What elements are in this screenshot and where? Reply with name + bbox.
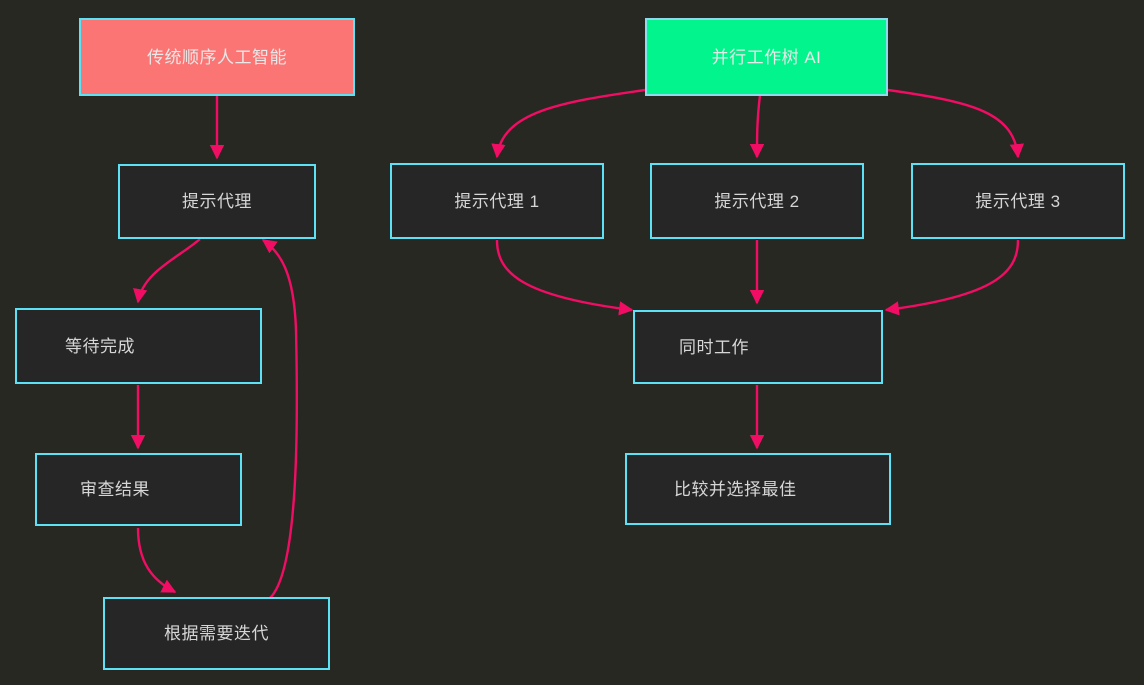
edge-prompt-agent-to-wait-complete [133,238,201,304]
node-seq-root-label: 传统顺序人工智能 [147,47,287,67]
node-prompt-agent-2[interactable]: 提示代理 2 [650,163,864,239]
node-prompt-agent-3-label: 提示代理 3 [975,191,1061,211]
node-review-result[interactable]: 审查结果 [35,453,242,526]
node-prompt-agent[interactable]: 提示代理 [118,164,316,239]
node-prompt-agent-label: 提示代理 [182,192,252,211]
node-work-simultaneous[interactable]: 同时工作 [633,310,883,384]
node-compare-best-label: 比较并选择最佳 [674,479,797,499]
edge-prompt-agent-3-to-work-simultaneous [884,239,1020,316]
edge-prompt-agent-1-to-work-simultaneous [495,239,634,316]
edge-iterate-to-prompt-agent [261,239,299,599]
node-work-simultaneous-label: 同时工作 [679,337,749,357]
edge-parallel-root-to-prompt-agent-3 [887,88,1025,159]
node-seq-root[interactable]: 传统顺序人工智能 [79,18,355,96]
node-wait-complete-label: 等待完成 [65,336,135,356]
node-prompt-agent-2-label: 提示代理 2 [714,191,800,211]
node-iterate-label: 根据需要迭代 [164,624,269,643]
node-parallel-root-label: 并行工作树 AI [711,47,822,67]
node-parallel-root[interactable]: 并行工作树 AI [645,18,888,96]
node-review-result-label: 审查结果 [80,480,150,499]
node-prompt-agent-3[interactable]: 提示代理 3 [911,163,1125,239]
edge-parallel-root-to-prompt-agent-2 [749,94,765,159]
node-prompt-agent-1[interactable]: 提示代理 1 [390,163,604,239]
edge-parallel-root-to-prompt-agent-1 [491,88,646,159]
node-prompt-agent-1-label: 提示代理 1 [454,191,540,211]
node-iterate[interactable]: 根据需要迭代 [103,597,330,670]
node-wait-complete[interactable]: 等待完成 [15,308,262,384]
edge-review-result-to-iterate [136,527,177,594]
node-compare-best[interactable]: 比较并选择最佳 [625,453,891,525]
